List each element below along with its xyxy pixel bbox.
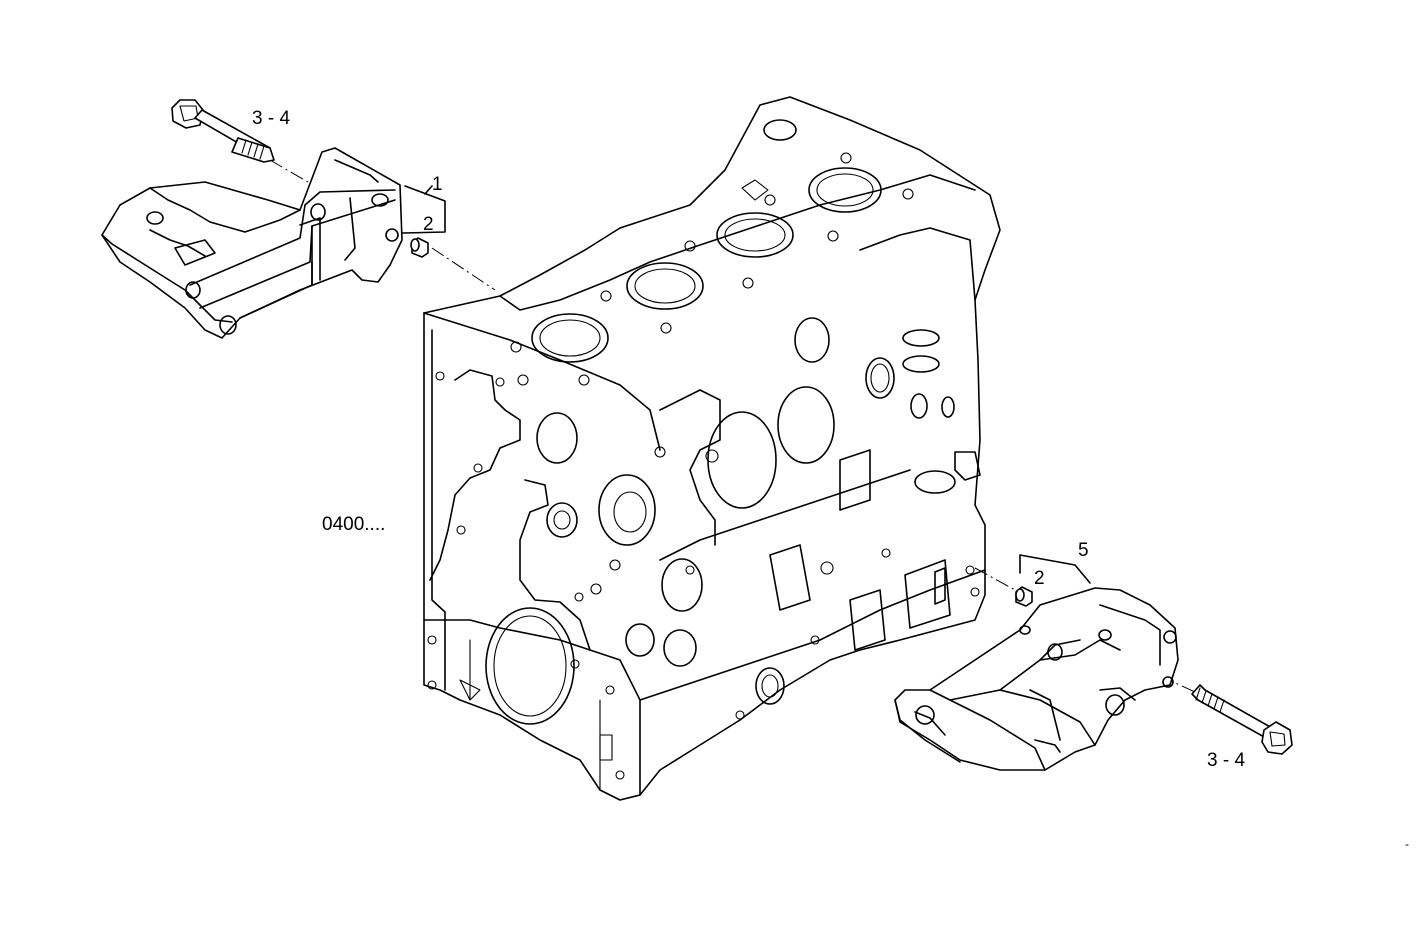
label-bushing-right: 2 [1034, 568, 1045, 589]
label-bracket-right: 5 [1078, 540, 1089, 561]
leader-bracket-right [1019, 554, 1091, 584]
alignment-line-right-bushing [974, 567, 1016, 591]
alignment-line-top-bolt [269, 159, 316, 187]
label-bolt-bottom: 3 - 4 [1207, 750, 1245, 771]
alignment-line-top-bushing [431, 247, 496, 291]
bolt-top [171, 99, 275, 163]
bracket-right [894, 587, 1179, 771]
label-bracket-left: 1 [432, 174, 443, 195]
label-bushing-left: 2 [423, 214, 434, 235]
corner-mark: - [1405, 837, 1409, 851]
label-bolt-top: 3 - 4 [252, 108, 290, 129]
leader-bracket-left [402, 185, 446, 234]
bracket-left [101, 147, 403, 339]
bushing-right [1015, 586, 1033, 607]
bushing-left [410, 237, 429, 258]
bolt-bottom [1191, 684, 1293, 755]
label-block-reference: 0400.... [322, 514, 385, 535]
engine-block [423, 96, 1001, 801]
